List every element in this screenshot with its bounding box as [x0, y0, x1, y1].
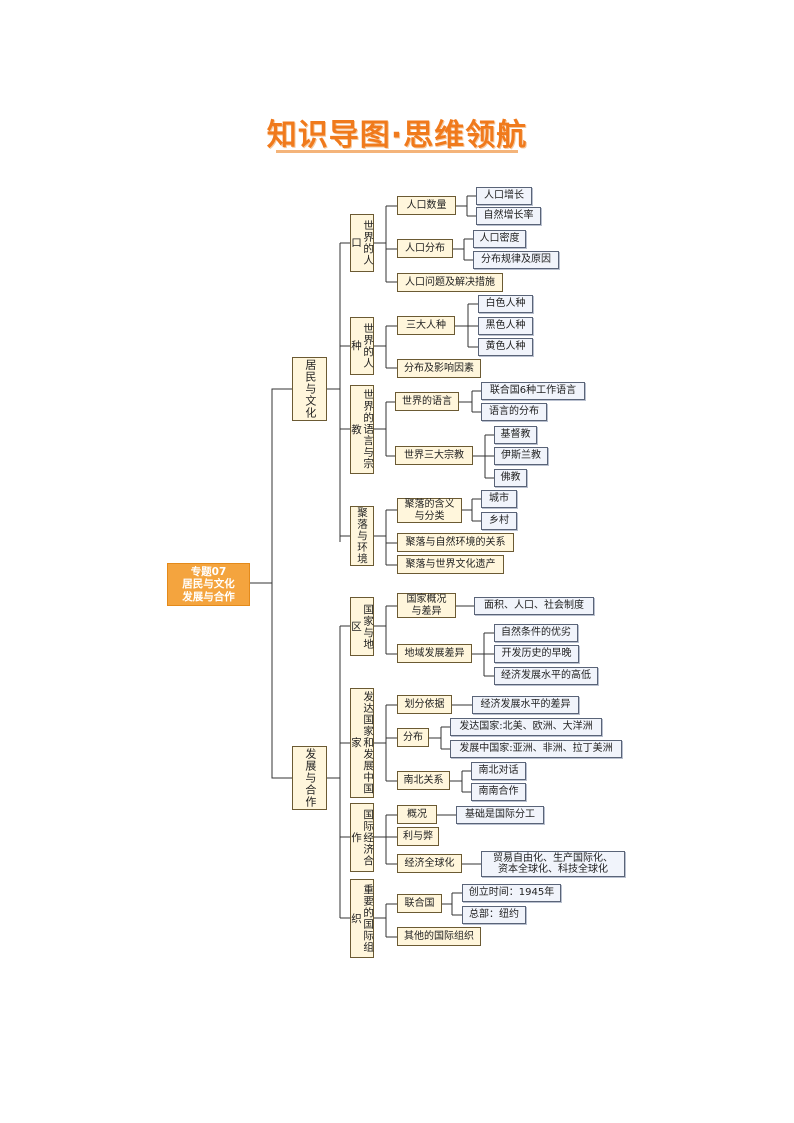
leaf-founded-date: 创立时间：1945年: [462, 884, 561, 902]
branch-development-cooperation: 发展与合作: [292, 746, 327, 810]
group-developed-developing: 发达国家和发展中国家: [350, 688, 374, 798]
leaf-developing-distribution: 发展中国家:亚洲、非洲、拉丁美洲: [450, 740, 622, 758]
topic-united-nations: 联合国: [397, 894, 442, 913]
leaf-developed-distribution: 发达国家:北美、欧洲、大洋洲: [450, 718, 602, 736]
leaf-pop-density: 人口密度: [473, 230, 526, 248]
root-line-2: 居民与文化: [182, 578, 235, 591]
leaf-international-division: 基础是国际分工: [456, 806, 544, 824]
leaf-natural-conditions: 自然条件的优劣: [494, 624, 578, 642]
trade-line-1: 贸易自由化、生产国际化、: [493, 852, 613, 864]
group-race: 世界的人种: [350, 317, 374, 375]
topic-north-south: 南北关系: [397, 771, 450, 790]
topic-settlement-definition: 聚落的含义 与分类: [397, 498, 462, 523]
leaf-south-south-cooperation: 南南合作: [471, 783, 526, 801]
topic-distribution: 分布: [397, 728, 429, 747]
leaf-un-languages: 联合国6种工作语言: [481, 382, 585, 400]
leaf-village: 乡村: [481, 512, 517, 530]
country-overview-line-2: 与差异: [411, 605, 442, 617]
root-topic: 专题07 居民与文化 发展与合作: [167, 563, 250, 606]
topic-pros-cons: 利与弊: [397, 827, 439, 846]
group-economic-cooperation: 国际经济合作: [350, 803, 374, 872]
group-organization: 重要的国际组织: [350, 879, 374, 958]
leaf-north-south-dialogue: 南北对话: [471, 762, 526, 780]
leaf-christianity: 基督教: [494, 426, 537, 444]
topic-division-basis: 划分依据: [397, 695, 452, 714]
root-line-3: 发展与合作: [182, 590, 235, 603]
group-settlement: 聚落与环境: [350, 506, 374, 566]
topic-pop-problem: 人口问题及解决措施: [397, 273, 503, 292]
page-title: 知识导图·思维领航: [266, 118, 528, 153]
branch-resident-culture: 居民与文化: [292, 357, 327, 421]
topic-globalization: 经济全球化: [397, 854, 462, 873]
leaf-white-race: 白色人种: [478, 295, 533, 313]
topic-three-races: 三大人种: [397, 316, 455, 335]
topic-pop-dist: 人口分布: [397, 239, 453, 258]
leaf-language-distribution: 语言的分布: [481, 403, 547, 421]
topic-settlement-nature: 聚落与自然环境的关系: [397, 533, 514, 552]
group-country-region: 国家与地区: [350, 597, 374, 656]
settlement-definition-line-1: 聚落的含义: [404, 499, 455, 510]
topic-other-organizations: 其他的国际组织: [397, 927, 481, 946]
group-population: 世界的人口: [350, 214, 374, 272]
topic-three-religions: 世界三大宗教: [395, 446, 473, 465]
topic-race-factors: 分布及影响因素: [397, 359, 481, 378]
leaf-buddhism: 佛教: [494, 469, 527, 487]
leaf-area-population: 面积、人口、社会制度: [474, 597, 594, 615]
topic-overview: 概况: [397, 805, 437, 824]
trade-line-2: 资本全球化、科技全球化: [498, 864, 608, 875]
title-underline: [276, 150, 518, 153]
leaf-pop-growth: 人口增长: [476, 187, 532, 205]
leaf-yellow-race: 黄色人种: [478, 338, 533, 356]
root-line-1: 专题07: [190, 566, 227, 579]
leaf-dist-law: 分布规律及原因: [473, 251, 559, 269]
topic-country-overview: 国家概况 与差异: [397, 593, 456, 618]
leaf-economic-level: 经济发展水平的高低: [494, 667, 598, 685]
group-language-religion: 世界的语言与宗教: [350, 385, 374, 474]
topic-pop-count: 人口数量: [397, 196, 456, 215]
settlement-definition-line-2: 与分类: [414, 510, 445, 522]
topic-settlement-heritage: 聚落与世界文化遗产: [397, 555, 504, 574]
leaf-development-history: 开发历史的早晚: [494, 645, 579, 663]
leaf-natural-rate: 自然增长率: [476, 207, 541, 225]
leaf-black-race: 黑色人种: [478, 317, 533, 335]
topic-world-language: 世界的语言: [395, 392, 459, 411]
leaf-city: 城市: [481, 490, 517, 508]
topic-regional-difference: 地域发展差异: [397, 644, 472, 663]
leaf-islam: 伊斯兰教: [494, 447, 548, 465]
leaf-economic-gap: 经济发展水平的差异: [472, 696, 579, 714]
country-overview-line-1: 国家概况: [406, 594, 447, 605]
leaf-headquarters: 总部：纽约: [462, 906, 526, 924]
leaf-trade-liberalization: 贸易自由化、生产国际化、 资本全球化、科技全球化: [481, 851, 625, 877]
